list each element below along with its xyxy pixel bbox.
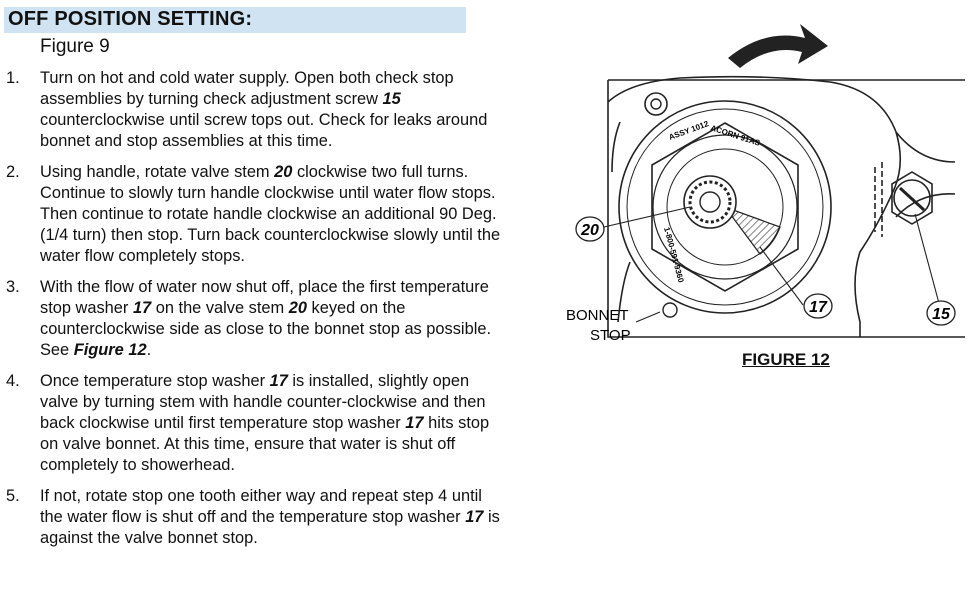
step-text: With the flow of water now shut off, pla… <box>40 278 491 359</box>
callout-17: 17 <box>803 293 833 319</box>
section-title: OFF POSITION SETTING: <box>8 8 253 30</box>
svg-text:17: 17 <box>809 299 828 316</box>
step-number: 2. <box>6 163 20 181</box>
step-text-run: is against the valve bonnet stop. <box>40 508 500 547</box>
svg-text:15: 15 <box>932 306 951 323</box>
step-text-run: With the flow of water now shut off, pla… <box>40 278 489 317</box>
part-reference: Figure 12 <box>73 341 147 359</box>
valve-housing <box>607 75 965 338</box>
part-reference: 17 <box>132 299 152 317</box>
instruction-step: 3. With the flow of water now shut off, p… <box>6 277 501 361</box>
instruction-step: 2. Using handle, rotate valve stem 20 clo… <box>6 162 501 267</box>
step-text-run: Turn on hot and cold water supply. Open … <box>40 69 454 108</box>
step-text: Using handle, rotate valve stem 20 clock… <box>40 163 500 265</box>
step-text-run: is installed, slightly open valve by tur… <box>40 372 486 432</box>
top-screw <box>644 92 668 116</box>
part-reference: 17 <box>269 372 288 390</box>
step-text: If not, rotate stop one tooth either way… <box>40 487 500 547</box>
part-reference: 20 <box>274 163 293 181</box>
bonnet-label-line1: BONNET <box>566 307 629 324</box>
part-reference: 17 <box>405 414 424 432</box>
callout-20: 20 <box>575 216 605 242</box>
part-reference: 15 <box>382 90 401 108</box>
heading-highlight <box>4 7 466 33</box>
step-text-run: . <box>146 341 152 359</box>
step-text-run: counterclockwise until screw tops out. C… <box>40 111 488 150</box>
step-number: 3. <box>6 278 20 296</box>
step-text-run: hits stop on valve bonnet. At this time,… <box>40 414 490 474</box>
section-subtitle: Figure 9 <box>40 36 110 57</box>
check-adjustment-screw <box>874 162 933 237</box>
step-text-run: on the valve stem <box>151 299 289 317</box>
step-number: 5. <box>6 487 20 505</box>
step-number: 4. <box>6 372 20 390</box>
svg-text:20: 20 <box>580 222 599 239</box>
instruction-step: 5. If not, rotate stop one tooth either w… <box>6 486 501 549</box>
callout-15: 15 <box>926 300 956 326</box>
instruction-steps: 1. Turn on hot and cold water supply. Ope… <box>6 68 501 559</box>
bonnet-label-line2: STOP <box>590 327 631 344</box>
step-number: 1. <box>6 69 20 87</box>
temperature-stop-washer <box>723 205 781 255</box>
figure-12-diagram: ASSY 1012 ACORN 91AS 1-800-591-9360 20 1… <box>566 24 965 344</box>
figure-caption: FIGURE 12 <box>742 350 830 369</box>
part-reference: 17 <box>465 508 484 526</box>
clockwise-arrow-icon <box>728 24 828 68</box>
valve-phone: 1-800-591-9360 <box>662 226 686 284</box>
step-text-run: keyed on the counterclockwise side as cl… <box>40 299 491 359</box>
step-text-run: If not, rotate stop one tooth either way… <box>40 487 482 526</box>
step-text-run: Once temperature stop washer <box>40 372 270 390</box>
part-reference: 20 <box>288 299 307 317</box>
step-text-run: clockwise two full turns. Continue to sl… <box>40 163 501 265</box>
step-text-run: Using handle, rotate valve stem <box>40 163 275 181</box>
bonnet-nut <box>651 122 799 292</box>
instruction-step: 1. Turn on hot and cold water supply. Ope… <box>6 68 501 152</box>
instruction-step: 4. Once temperature stop washer 17 is ins… <box>6 371 501 476</box>
step-text: Turn on hot and cold water supply. Open … <box>40 69 487 150</box>
step-text: Once temperature stop washer 17 is insta… <box>40 372 489 474</box>
